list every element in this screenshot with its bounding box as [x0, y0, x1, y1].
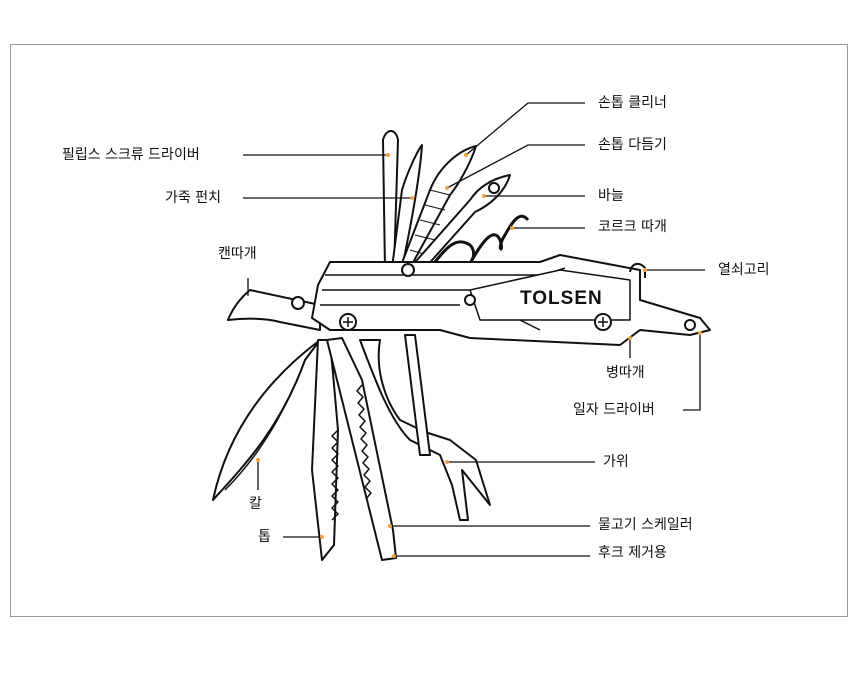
brand-logo: TOLSEN [520, 288, 603, 309]
can-opener [227, 289, 321, 331]
label-key-ring: 열쇠고리 [718, 262, 770, 278]
label-hook-remover: 후크 제거용 [598, 545, 667, 561]
corkscrew [428, 214, 530, 269]
fish-scaler-blade [326, 337, 397, 561]
callout-dots [256, 153, 702, 558]
phillips-screwdriver [382, 130, 399, 271]
scissors [359, 339, 491, 521]
label-can-opener: 캔따개 [218, 246, 257, 262]
leather-punch [391, 144, 423, 269]
label-bottle-opener: 병따개 [606, 365, 645, 381]
key-ring [629, 262, 646, 278]
label-flat-screwdriver: 일자 드라이버 [573, 402, 655, 418]
label-leather-punch: 가죽 펀치 [165, 190, 221, 206]
diagram-frame [10, 44, 848, 617]
label-corkscrew: 코르크 따개 [598, 219, 667, 235]
label-knife: 칼 [249, 496, 262, 512]
label-fish-scaler: 물고기 스케일러 [598, 517, 693, 533]
label-needle: 바늘 [598, 188, 624, 204]
label-nail-file: 손톱 다듬기 [598, 137, 667, 153]
label-nail-cleaner: 손톱 클리너 [598, 95, 667, 111]
label-scissors: 가위 [603, 454, 629, 470]
needle-tool [409, 174, 511, 269]
label-phillips-screwdriver: 필립스 스크류 드라이버 [62, 147, 200, 163]
label-saw: 톱 [258, 529, 271, 545]
